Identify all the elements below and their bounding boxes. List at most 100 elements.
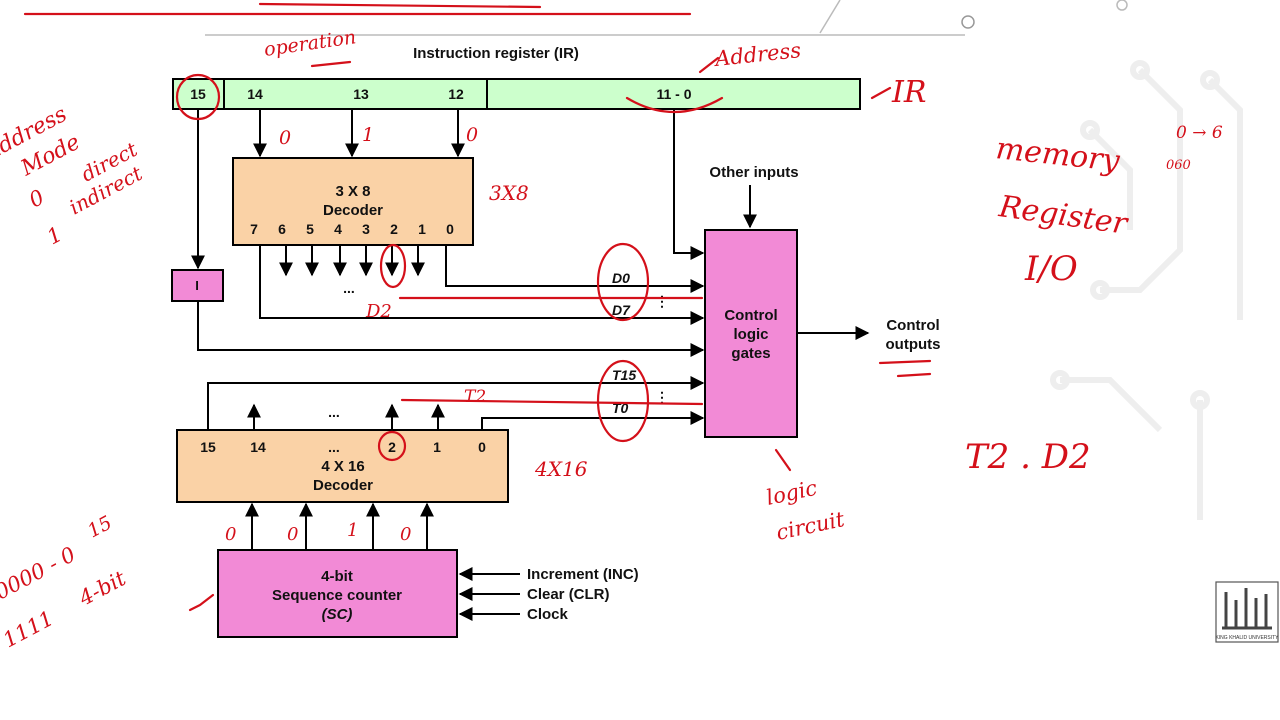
note-count-range-3: 1111 (0, 606, 58, 652)
instruction-register (172, 78, 861, 110)
dec4-out-15: 15 (200, 439, 216, 455)
circle-dec4-out-2 (377, 430, 407, 462)
circle-bit-15 (175, 73, 221, 121)
sc-line3: (SC) (322, 606, 353, 623)
dec3-ellipsis: ... (343, 280, 355, 296)
note-count-range-2: 15 (84, 512, 116, 543)
note-range-top: 0 → 6 (1176, 123, 1223, 143)
note-3x8: 3X8 (489, 181, 529, 205)
note-t2: T2 (464, 387, 486, 407)
note-d2: D2 (365, 301, 392, 322)
note-address: Address (712, 38, 802, 71)
sc-line2: Sequence counter (272, 587, 402, 604)
note-outputs-underline-2 (896, 372, 932, 378)
decoder-3x8-subtitle: Decoder (323, 202, 383, 219)
note-sc-check (188, 593, 215, 612)
ir-title: Instruction register (IR) (413, 45, 579, 62)
ir-to-decoder-wires (191, 109, 705, 270)
note-ir: IR (891, 75, 926, 110)
decoder-3x8-outputs: 7 6 5 4 3 2 1 0 (250, 221, 454, 237)
decoder-4x16-outputs: 15 14 ... 2 1 0 (200, 439, 486, 455)
circle-t-signals (596, 359, 650, 443)
note-count-range-4: 4-bit (74, 566, 130, 611)
note-operation-underline (310, 60, 352, 68)
ir-bit-13: 13 (353, 86, 369, 102)
note-memory: memory (994, 131, 1122, 179)
sc-input-clock: Clock (527, 606, 569, 623)
note-address-brace (625, 96, 724, 113)
dec3-out-1: 1 (418, 221, 426, 237)
dec3-out-5: 5 (306, 221, 314, 237)
sc-input-clr: Clear (CLR) (527, 586, 610, 603)
note-circuit: circuit (774, 507, 847, 545)
control-gates-line2: logic (733, 326, 768, 343)
dec4-ellipsis-top: ... (328, 404, 340, 420)
note-sc-bit-1: 0 (225, 524, 236, 545)
note-bit-0: 0 (279, 127, 291, 149)
note-sc-bit-3: 1 (347, 520, 358, 541)
circle-d-signals (596, 242, 650, 322)
dec3-out-6: 6 (278, 221, 286, 237)
note-ir-check (870, 86, 892, 100)
decoder-3x8-title: 3 X 8 (335, 183, 370, 200)
handwritten-annotations: operation Address IR 0 1 0 3X8 address M… (0, 26, 1223, 652)
note-operation: operation (263, 26, 358, 61)
signal-t15: T15 (612, 367, 636, 383)
i-to-control-wire (197, 301, 705, 357)
other-inputs-label: Other inputs (709, 164, 798, 181)
decoder-4x16-title: 4 X 16 (321, 458, 364, 475)
note-address-mode-6: 1 (43, 222, 66, 249)
dec3-out-3: 3 (362, 221, 370, 237)
note-logic-pointer (774, 448, 792, 472)
signal-d7: D7 (612, 302, 631, 318)
ir-bit-15: 15 (190, 86, 206, 102)
d-signal-vdots: ⋮ (655, 293, 669, 309)
note-sc-bit-2: 0 (287, 524, 298, 545)
dec3-out-4: 4 (334, 221, 342, 237)
dec4-out-2: 2 (388, 439, 396, 455)
control-outputs-line1: Control (886, 317, 939, 334)
note-sc-bit-4: 0 (400, 524, 411, 545)
note-range-small: 060 (1166, 158, 1191, 173)
header-decoration (23, 0, 1128, 36)
control-outputs-line2: outputs (886, 336, 941, 353)
note-t2-d2: T2 . D2 (965, 437, 1091, 477)
sc-input-arrows (458, 567, 520, 621)
note-4x16: 4X16 (534, 457, 588, 481)
note-bit-1: 1 (362, 124, 374, 146)
control-gates-line3: gates (731, 345, 770, 362)
note-io: I/O (1024, 249, 1078, 289)
dec4-out-0: 0 (478, 439, 486, 455)
dec3-out-2: 2 (390, 221, 398, 237)
note-logic: logic (764, 476, 819, 510)
decoder-4x16-subtitle: Decoder (313, 477, 373, 494)
university-logo: KING KHALID UNIVERSITY (1215, 581, 1279, 643)
circle-dec3-out-2 (379, 243, 407, 289)
note-bit-2: 0 (466, 124, 478, 146)
dec4-out-1: 1 (433, 439, 441, 455)
note-t2-line (400, 398, 704, 406)
control-gates-line1: Control (724, 307, 777, 324)
note-address-stroke (698, 56, 720, 74)
i-flipflop (171, 269, 224, 302)
ir-bit-12: 12 (448, 86, 464, 102)
decoder-4x16 (176, 429, 509, 503)
background-circuit-pattern (1050, 60, 1243, 520)
sequence-counter (217, 549, 458, 638)
logo-text: KING KHALID UNIVERSITY (1215, 635, 1279, 641)
ir-address-bits: 11 - 0 (656, 86, 691, 102)
dec4-out-ellipsis: ... (328, 439, 340, 455)
note-count-range-1: 0000 - 0 (0, 542, 79, 604)
decoder-3x8 (232, 157, 474, 246)
note-outputs-underline-1 (878, 359, 932, 365)
signal-d0: D0 (612, 270, 630, 286)
sc-input-inc: Increment (INC) (527, 566, 639, 583)
t-signal-vdots: ⋮ (655, 389, 669, 405)
i-flipflop-label: I (195, 278, 199, 293)
dec3-out-0: 0 (446, 221, 454, 237)
sc-to-decoder-arrows (245, 502, 434, 550)
control-logic-gates (704, 229, 798, 438)
decoder-3x8-output-arrows (259, 245, 705, 325)
